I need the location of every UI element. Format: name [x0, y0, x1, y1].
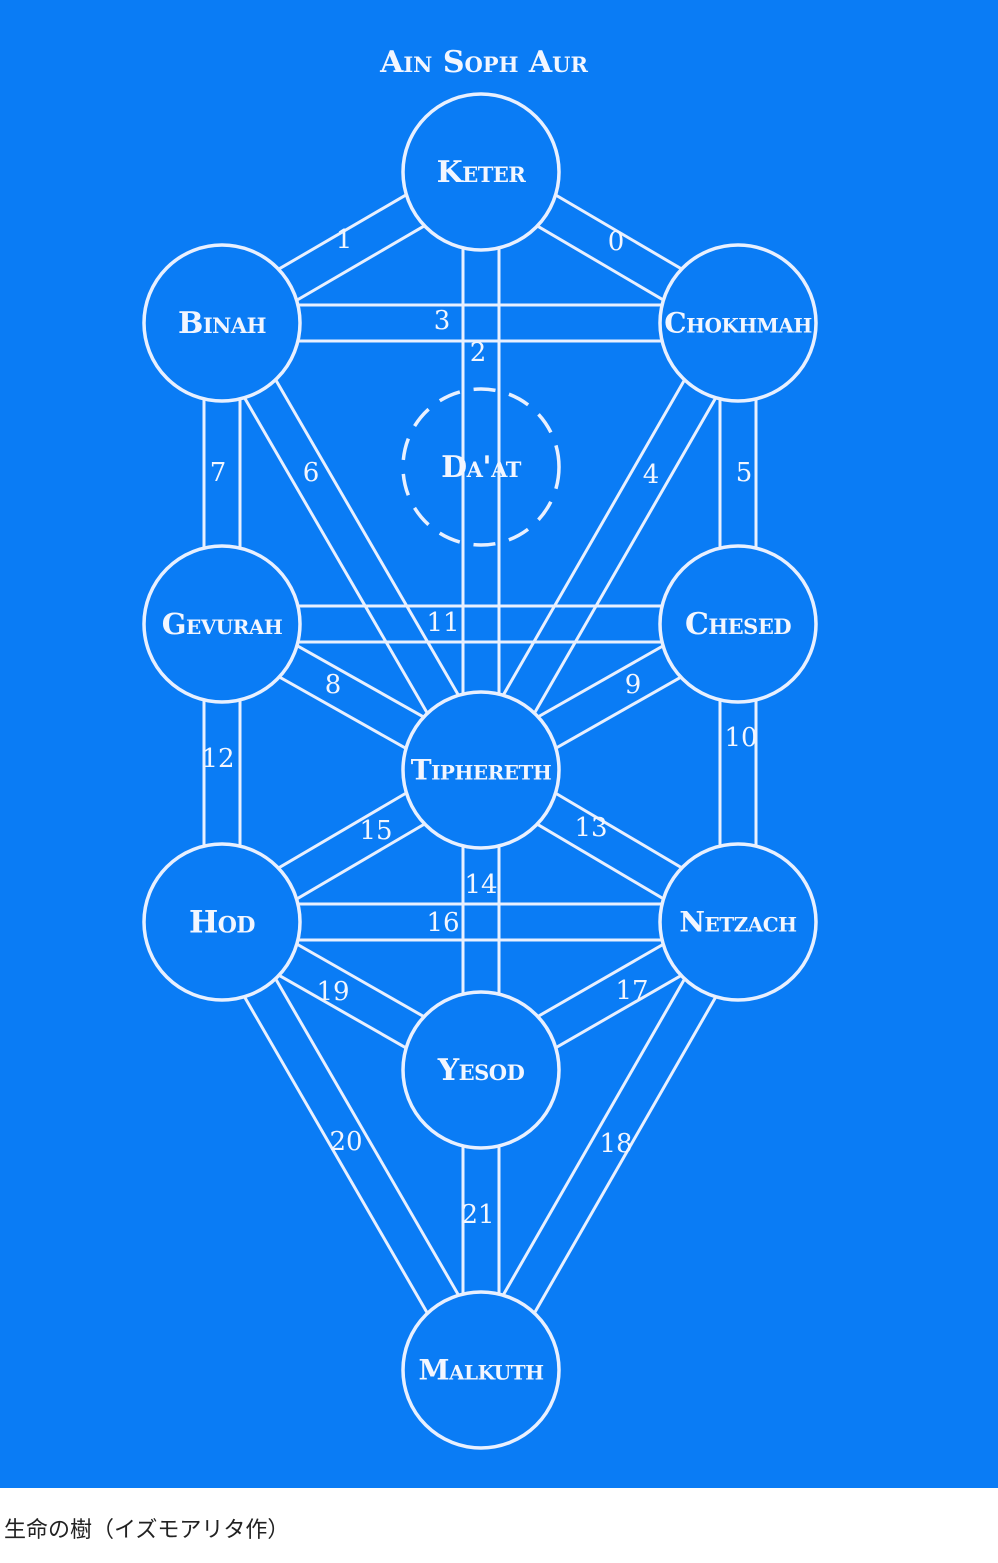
path-16: [222, 902, 738, 942]
sephirah-label-daat: Da'at: [441, 450, 522, 485]
path-number-5: 5: [736, 458, 753, 488]
path-number-4: 4: [643, 460, 660, 490]
sephirah-label-binah: Binah: [178, 306, 266, 341]
sephirah-gevurah: [142, 544, 302, 704]
path-6-edge: [205, 331, 467, 780]
sephirah-chokhmah: [658, 243, 818, 403]
sephirah-yesod: [401, 990, 561, 1150]
path-number-15: 15: [359, 816, 392, 846]
path-number-17: 17: [615, 976, 648, 1006]
sephirah-label-chesed: Chesed: [685, 607, 791, 642]
path-18-edge: [464, 912, 724, 1362]
path-11: [222, 604, 738, 644]
path-number-9: 9: [625, 670, 642, 700]
path-20: [205, 912, 498, 1380]
sephirah-label-tiphereth: Tiphereth: [411, 754, 552, 787]
path-number-21: 21: [461, 1200, 494, 1230]
sephirah-malkuth: [401, 1290, 561, 1450]
path-number-10: 10: [724, 723, 757, 753]
path-number-18: 18: [599, 1129, 632, 1159]
path-number-3: 3: [434, 306, 451, 336]
path-number-6: 6: [303, 458, 320, 488]
sephirah-chesed: [658, 544, 818, 704]
path-number-0: 0: [608, 227, 625, 257]
path-number-19: 19: [316, 977, 349, 1007]
sephirah-label-malkuth: Malkuth: [419, 1354, 544, 1387]
path-number-16: 16: [426, 908, 459, 938]
path-20-edge: [236, 912, 498, 1362]
sephirah-label-netzach: Netzach: [679, 906, 796, 939]
sephirah-label-yesod: Yesod: [437, 1053, 525, 1088]
sephirah-label-keter: Keter: [437, 155, 527, 190]
sephirah-label-chokhmah: Chokhmah: [664, 307, 811, 340]
path-20-edge: [205, 930, 467, 1380]
sephirah-label-hod: Hod: [189, 905, 255, 941]
path-number-2: 2: [470, 338, 487, 368]
path-number-11: 11: [426, 608, 459, 638]
path-4-edge: [495, 331, 755, 780]
path-number-14: 14: [464, 870, 497, 900]
path-4: [464, 313, 755, 780]
sephirah-hod: [142, 842, 302, 1002]
sephirah-netzach: [658, 842, 818, 1002]
path-number-20: 20: [329, 1127, 362, 1157]
path-2: [461, 172, 501, 770]
path-6-edge: [236, 313, 498, 762]
sephirah-keter: [401, 92, 561, 252]
diagram-title: Ain Soph Aur: [379, 45, 588, 80]
path-number-8: 8: [325, 670, 342, 700]
path-number-13: 13: [574, 813, 607, 843]
path-18-edge: [495, 930, 755, 1380]
path-number-7: 7: [210, 458, 227, 488]
sephirah-binah: [142, 243, 302, 403]
path-3: [222, 303, 738, 343]
path-4-edge: [464, 313, 724, 762]
sephirah-label-gevurah: Gevurah: [162, 607, 283, 641]
sephirah-daat: [401, 387, 561, 547]
path-number-1: 1: [336, 225, 353, 255]
path-6: [205, 313, 498, 780]
path-18: [464, 912, 755, 1380]
sephirah-tiphereth: [401, 690, 561, 850]
figure-caption: 生命の樹（イズモアリタ作）: [4, 1518, 290, 1543]
path-number-12: 12: [201, 744, 234, 774]
